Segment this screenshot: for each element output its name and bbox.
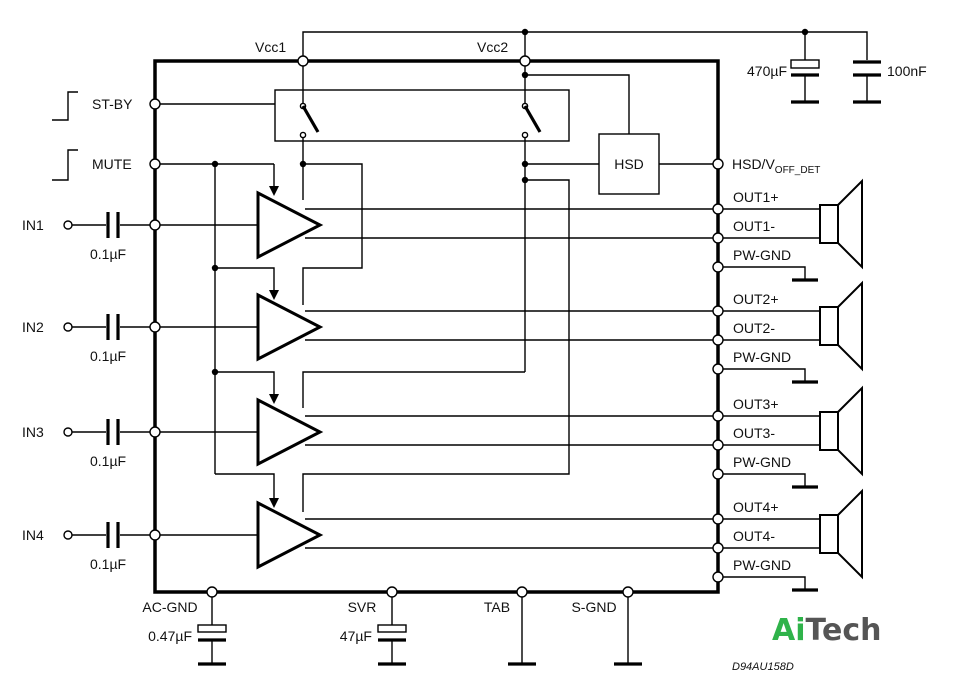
channel-3: IN3 0.1µF OUT3+ OUT3- PW-GND <box>22 385 863 489</box>
hsd-block <box>521 71 718 195</box>
input-terminal <box>63 427 73 437</box>
hsd-label: HSD <box>614 156 644 172</box>
out-neg-pin <box>712 439 724 451</box>
input-pin <box>149 321 161 333</box>
input-label: IN3 <box>22 424 44 440</box>
stby-label: ST-BY <box>92 96 133 112</box>
input-cap-value: 0.1µF <box>90 246 126 262</box>
input-pin <box>149 529 161 541</box>
pw-gnd-pin <box>712 468 724 480</box>
amplifier-triangle <box>256 500 324 570</box>
input-terminal <box>63 220 73 230</box>
bulk-capacitor <box>790 59 820 104</box>
supply-rail <box>302 28 868 61</box>
out-pos-label: OUT1+ <box>733 189 779 205</box>
hsd-output-label: HSD/VOFF_DET <box>732 156 820 176</box>
channel-1: IN1 0.1µF OUT1+ OUT1- PW-GND <box>22 178 863 282</box>
input-label: IN1 <box>22 217 44 233</box>
vcc2-internal-bus <box>302 160 570 512</box>
out-pos-pin <box>712 410 724 422</box>
channels-group: IN1 0.1µF OUT1+ OUT1- PW-GND IN2 0.1µF OUT2+ OUT… <box>22 178 863 592</box>
drawing-code: D94AU158D <box>732 661 794 673</box>
ac-gnd-label: AC-GND <box>142 599 197 615</box>
input-pin <box>149 426 161 438</box>
pw-gnd-label: PW-GND <box>733 349 791 365</box>
vcc1-internal-bus <box>299 160 363 305</box>
ac-gnd-cap-value: 0.47µF <box>148 628 192 644</box>
input-cap-value: 0.1µF <box>90 453 126 469</box>
mute-signal <box>52 149 78 181</box>
decoupling-cap-value: 100nF <box>887 63 927 79</box>
mute-bus <box>155 160 279 508</box>
out-pos-label: OUT2+ <box>733 291 779 307</box>
tab-label: TAB <box>484 599 510 615</box>
input-label: IN4 <box>22 527 44 543</box>
bulk-cap-value: 470µF <box>747 63 787 79</box>
amplifier-triangle <box>256 397 324 467</box>
watermark-logo: AiTech <box>772 613 881 648</box>
input-terminal <box>63 530 73 540</box>
out-neg-label: OUT1- <box>733 218 775 234</box>
svr-label: SVR <box>348 599 377 615</box>
stby-signal <box>52 91 78 121</box>
standby-switch-box <box>155 61 570 164</box>
decoupling-capacitor <box>853 60 881 104</box>
pw-gnd-label: PW-GND <box>733 247 791 263</box>
out-pos-pin <box>712 513 724 525</box>
speaker-icon <box>819 306 839 346</box>
out-neg-label: OUT4- <box>733 528 775 544</box>
out-pos-pin <box>712 305 724 317</box>
input-pin <box>149 219 161 231</box>
out-neg-label: OUT3- <box>733 425 775 441</box>
vcc2-label: Vcc2 <box>477 39 508 55</box>
speaker-icon <box>819 204 839 244</box>
input-cap-value: 0.1µF <box>90 556 126 572</box>
input-terminal <box>63 322 73 332</box>
bottom-pins <box>197 586 642 666</box>
pw-gnd-label: PW-GND <box>733 454 791 470</box>
speaker-icon <box>819 411 839 451</box>
out-pos-label: OUT3+ <box>733 396 779 412</box>
amplifier-triangle <box>256 190 324 260</box>
input-label: IN2 <box>22 319 44 335</box>
channel-2: IN2 0.1µF OUT2+ OUT2- PW-GND <box>22 280 863 384</box>
out-pos-label: OUT4+ <box>733 499 779 515</box>
out-pos-pin <box>712 203 724 215</box>
channel-4: IN4 0.1µF OUT4+ OUT4- PW-GND <box>22 488 863 592</box>
out-neg-label: OUT2- <box>733 320 775 336</box>
pw-gnd-pin <box>712 571 724 583</box>
out-neg-pin <box>712 334 724 346</box>
pw-gnd-pin <box>712 363 724 375</box>
pw-gnd-pin <box>712 261 724 273</box>
vcc1-label: Vcc1 <box>255 39 286 55</box>
mute-label: MUTE <box>92 156 132 172</box>
svr-cap-value: 47µF <box>340 628 372 644</box>
pw-gnd-label: PW-GND <box>733 557 791 573</box>
amplifier-triangle <box>256 292 324 362</box>
top-side-pins <box>149 55 724 170</box>
speaker-icon <box>819 514 839 554</box>
out-neg-pin <box>712 542 724 554</box>
out-neg-pin <box>712 232 724 244</box>
s-gnd-label: S-GND <box>571 599 616 615</box>
input-cap-value: 0.1µF <box>90 348 126 364</box>
